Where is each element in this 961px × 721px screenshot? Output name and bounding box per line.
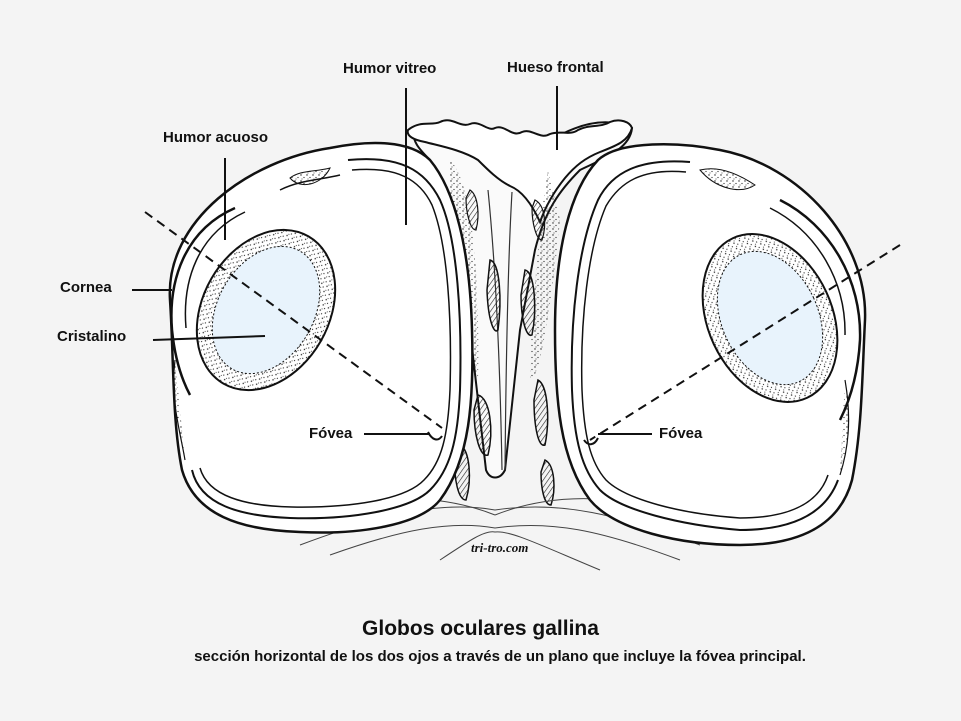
label-cristalino: Cristalino xyxy=(57,328,127,345)
interorbital-tissue xyxy=(299,119,701,571)
label-cornea: Cornea xyxy=(60,279,112,296)
left-optical-axis xyxy=(144,211,443,429)
frontal-bone xyxy=(406,119,634,225)
left-eyeball xyxy=(168,141,474,534)
label-fovea-left: Fóvea xyxy=(309,425,353,442)
leader-lines xyxy=(132,86,652,435)
label-fovea-right: Fóvea xyxy=(659,425,703,442)
label-hueso-frontal: Hueso frontal xyxy=(507,59,604,76)
right-cornea xyxy=(779,198,862,421)
right-eyeball xyxy=(553,143,867,547)
label-humor-vitreo: Humor vitreo xyxy=(343,60,437,77)
right-optical-axis xyxy=(589,244,901,441)
left-cornea xyxy=(170,206,236,396)
caption-title: Globos oculares gallina xyxy=(362,617,599,640)
label-humor-acuoso: Humor acuoso xyxy=(163,129,269,146)
caption-subtitle: sección horizontal de los dos ojos a tra… xyxy=(194,648,806,665)
watermark: tri-tro.com xyxy=(471,540,529,555)
